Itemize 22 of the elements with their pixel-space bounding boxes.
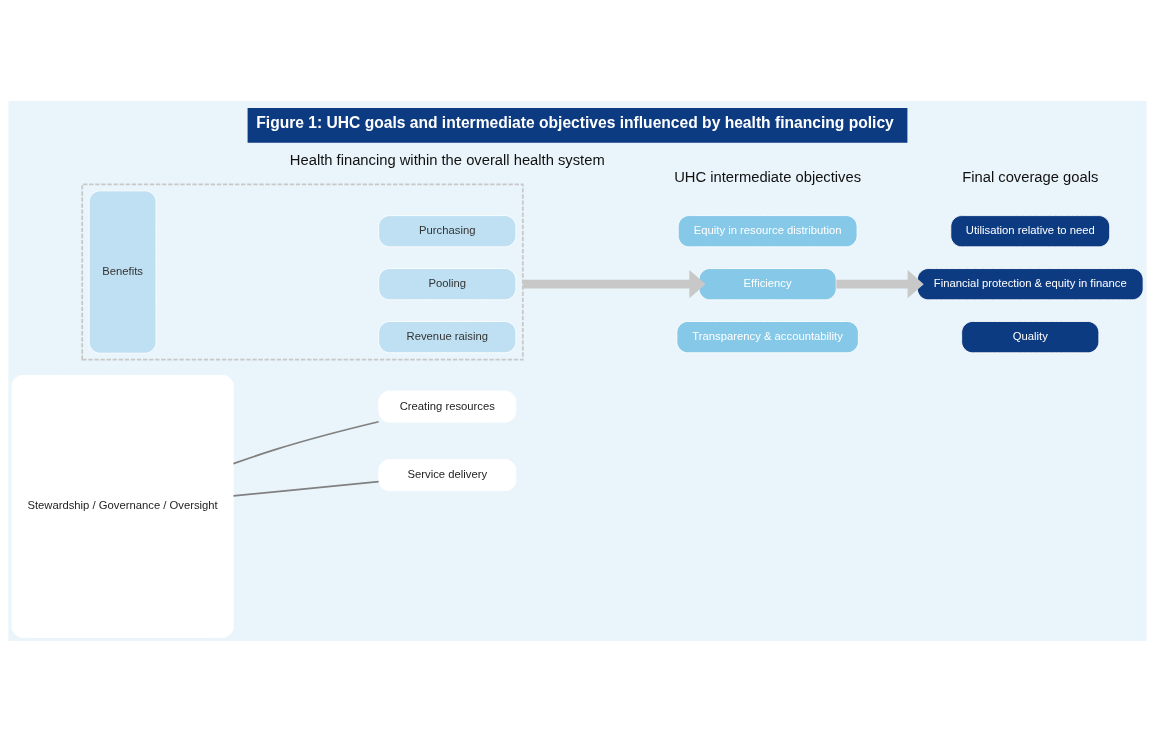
node-box: Transparency & accountability [676, 321, 859, 354]
node-box: Equity in resource distribution [677, 215, 858, 248]
connector [232, 480, 380, 497]
diagram-title: Figure 1: UHC goals and intermediate objectives influenced by health financing policy [256, 114, 894, 132]
arrow [836, 270, 924, 299]
cluster [81, 183, 524, 361]
node-box: Purchasing [378, 215, 517, 248]
node-box: Efficiency [698, 268, 837, 301]
node-box: Financial protection & equity in finance [916, 268, 1144, 301]
label: UHC intermediate objectives [674, 168, 862, 185]
node-box: Revenue raising [378, 321, 517, 354]
node-box: Stewardship / Governance / Oversight [11, 374, 234, 638]
node-box: Pooling [378, 268, 517, 301]
label: Final coverage goals [962, 168, 1099, 185]
arrow [522, 270, 706, 299]
connector [232, 420, 380, 465]
node-box: Creating resources [378, 390, 517, 423]
node-box: Service delivery [378, 459, 517, 492]
node-box: Utilisation relative to need [950, 215, 1111, 248]
label: Health financing within the overall health system [289, 152, 605, 169]
node-box: Quality [961, 321, 1100, 354]
node-box: Benefits [88, 190, 157, 354]
